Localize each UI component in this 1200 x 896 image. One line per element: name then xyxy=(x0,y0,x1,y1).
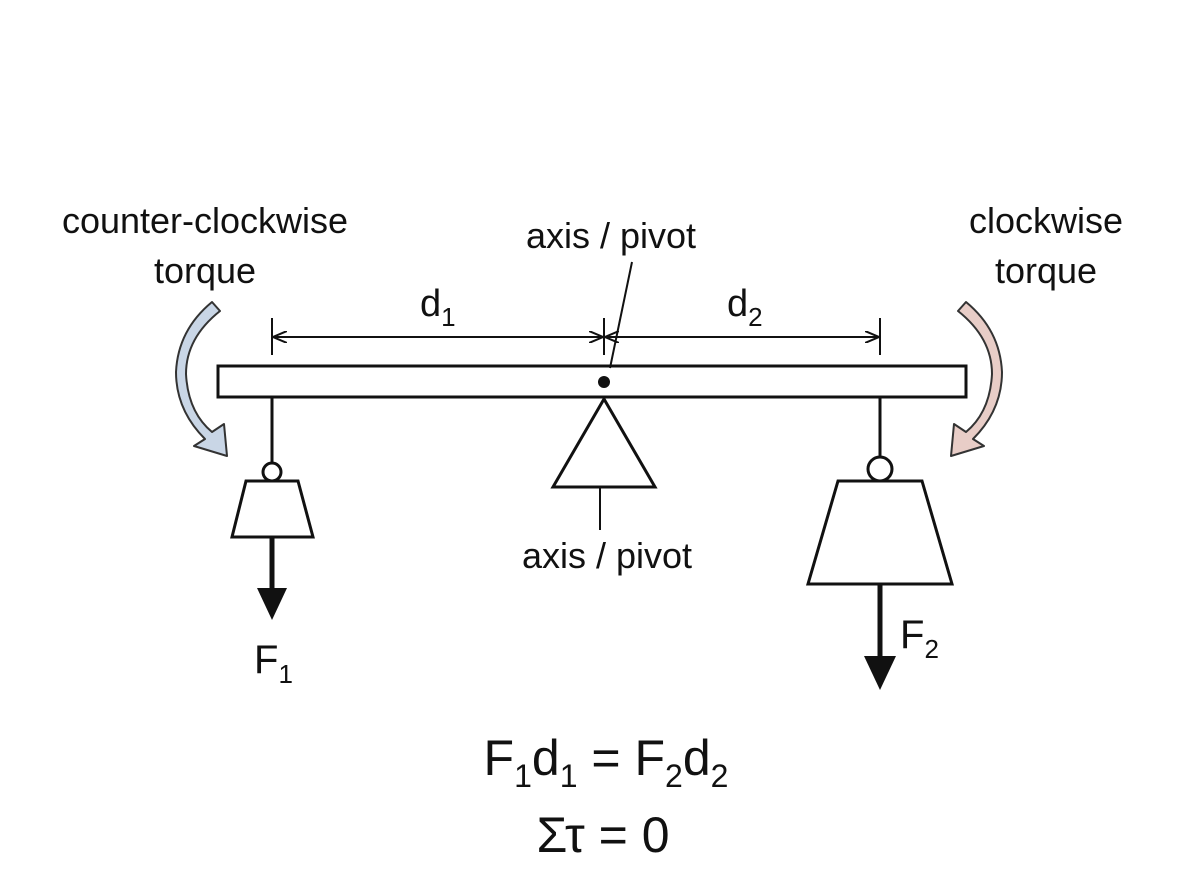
f2-main: F xyxy=(900,613,924,657)
eq-d2-sub: 2 xyxy=(711,758,729,794)
eq-d1-sub: 1 xyxy=(560,758,578,794)
eq-f1: F xyxy=(484,730,515,786)
d1-sub: 1 xyxy=(441,302,455,332)
cw-torque-label-line2: torque xyxy=(995,250,1097,291)
d2-label: d2 xyxy=(727,283,763,332)
clockwise-arrow-icon xyxy=(950,301,1003,457)
eq-d2: d xyxy=(683,730,711,786)
net-torque-equation: Στ = 0 xyxy=(536,807,669,863)
f2-arrow-head xyxy=(864,656,896,690)
eq-f2-sub: 2 xyxy=(665,758,683,794)
f1-label: F1 xyxy=(254,638,293,689)
cw-torque-label-line1: clockwise xyxy=(969,200,1123,241)
left-weight xyxy=(230,479,315,539)
eq-equals: = xyxy=(578,730,635,786)
lever-beam xyxy=(216,364,968,399)
d1-main: d xyxy=(420,283,441,325)
f1-sub: 1 xyxy=(278,659,292,689)
left-weight-hook xyxy=(261,461,283,483)
d1-label: d1 xyxy=(420,283,456,332)
pivot-top-leader xyxy=(609,261,633,369)
fulcrum-triangle xyxy=(550,396,658,489)
f2-sub: 2 xyxy=(924,634,938,664)
f1-main: F xyxy=(254,638,278,682)
f2-label: F2 xyxy=(900,613,939,664)
pivot-label-bottom: axis / pivot xyxy=(522,535,692,576)
right-weight-hook xyxy=(866,455,894,483)
counter-clockwise-arrow-icon xyxy=(175,301,228,457)
ccw-torque-label-line1: counter-clockwise xyxy=(62,200,348,241)
d2-sub: 2 xyxy=(748,302,762,332)
f1-arrow-head xyxy=(257,588,287,620)
eq-d1: d xyxy=(532,730,560,786)
right-weight xyxy=(806,479,954,586)
d2-main: d xyxy=(727,283,748,325)
pivot-point xyxy=(598,376,610,388)
eq-f1-sub: 1 xyxy=(514,758,532,794)
ccw-torque-label-line2: torque xyxy=(154,250,256,291)
eq-f2: F xyxy=(634,730,665,786)
pivot-label-top: axis / pivot xyxy=(526,215,696,256)
torque-balance-equation: F1d1 = F2d2 xyxy=(484,730,729,794)
